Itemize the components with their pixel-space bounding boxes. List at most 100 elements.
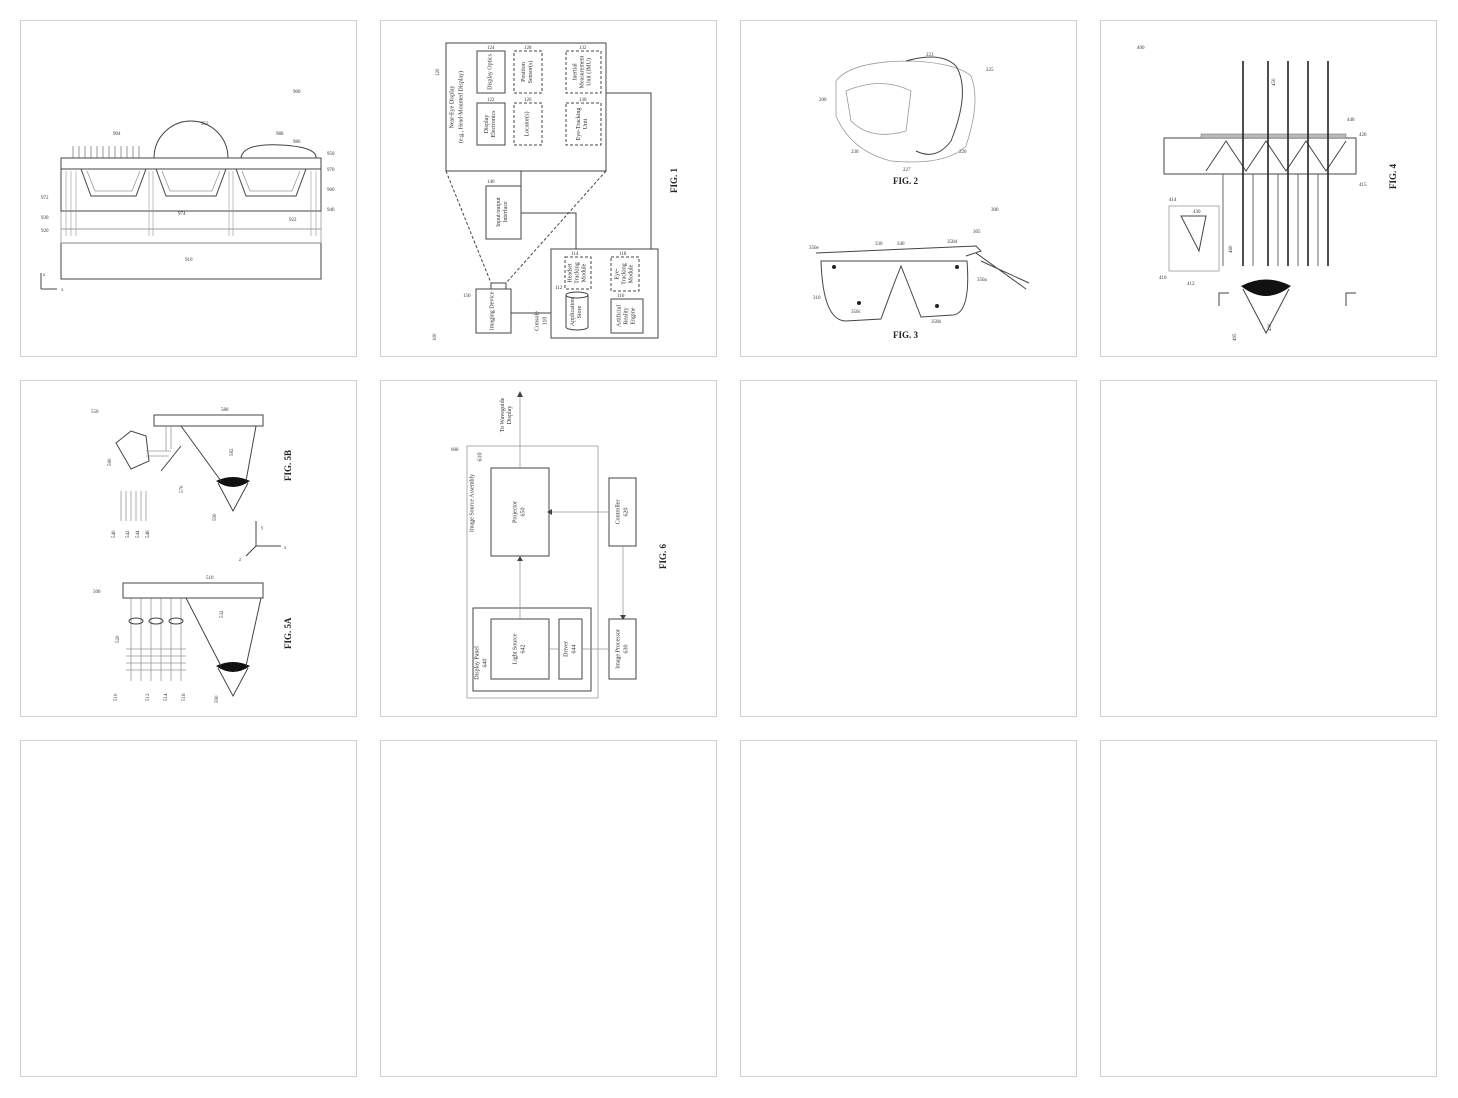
axis-z-label: z [43,273,46,278]
ref-label: 960 [327,188,335,193]
ref-label: 972 [41,196,49,201]
ref-label: 910 [185,258,193,263]
figure-label: FIG. 5A [283,617,293,649]
light-source-label: Light Source [512,633,519,665]
ref-label: 414 [1169,198,1177,203]
ref-label: 330 [875,242,883,247]
ref-label: 620 [623,507,630,517]
ref-label: 350e [809,246,820,251]
thumbnail-sheet-6[interactable]: 600 FIG. 6 To Waveguide Display Image So… [380,380,717,717]
figure-label: FIG. 3 [893,330,919,340]
eye-tracking-module-label: Eye-Tracking Module [614,263,635,285]
ref-label: 900 [293,90,301,95]
display-panel-label: Display Panel [474,646,481,680]
ref-label: 950 [327,152,335,157]
headset-tracking-module-label: Headset Tracking Module [567,262,588,284]
ref-label: 550 [91,410,99,415]
axis-z-label: z [239,558,242,563]
ref-label: 520 [116,635,121,643]
ref-label: 580 [221,408,229,413]
ref-label: 600 [451,448,459,453]
axis-y-label: y [261,526,264,531]
ref-label: 920 [41,229,49,234]
ref-label: 986 [293,140,301,145]
ref-label: 415 [1359,183,1367,188]
figure-label: FIG. 5B [283,450,293,481]
projector-label: Projector [512,501,519,523]
axis-x-label: x [61,288,64,293]
position-sensors-label: Position Sensor(s) [521,60,534,84]
ref-label: 116 [617,294,625,299]
ref-label: 350b [931,320,942,325]
ref-label: 100 [433,333,438,341]
ref-label: 510 [206,576,214,581]
fig-1-block-diagram: 120 124 122 128 126 132 130 140 150 112 … [433,42,679,341]
ref-label: 542 [126,530,131,538]
ref-label: 450 [1272,78,1277,86]
thumbnail-sheet-3[interactable]: 200 223 225 230 227 220 300 305 330 340 … [740,20,1077,357]
ref-label: 150 [463,294,471,299]
imaging-device-label: Imaging Device [489,291,496,331]
ref-label: 532 [220,610,225,618]
ref-label: 124 [487,46,495,51]
thumbnail-sheet-10[interactable] [380,740,717,1077]
ref-label: 930 [41,216,49,221]
image-processor-label: Image Processor [615,629,622,669]
ref-label: 610 [477,452,484,462]
ref-label: 140 [487,180,495,185]
driver-label: Driver [563,641,570,657]
thumbnail-sheet-12[interactable] [1100,740,1437,1077]
cross-section-drawing: z x 900 904 952 988 986 950 970 960 940 … [40,90,335,293]
ref-label: 644 [571,644,578,654]
ref-label: 630 [623,644,630,654]
ref-label: 120 [436,68,441,76]
thumbnail-sheet-2[interactable]: 120 124 122 128 126 132 130 140 150 112 … [380,20,717,357]
figure-label: FIG. 6 [658,543,668,569]
ref-label: 512 [146,693,151,701]
ref-label: 420 [1359,133,1367,138]
display-electronics-label: Display Electronics [484,110,497,138]
thumbnail-sheet-7[interactable] [740,380,1077,717]
ref-label: 132 [579,46,587,51]
ref-label: 516 [182,693,187,701]
figure-label: FIG. 4 [1388,163,1398,189]
ref-label: 410 [1159,276,1167,281]
ref-label: 540 [112,530,117,538]
controller-label: Controller [615,499,622,525]
ref-label: 300 [991,208,999,213]
ref-label: 114 [571,252,579,257]
ref-label: 590 [213,513,218,521]
ref-label: 650 [520,507,527,517]
ref-label: 128 [524,46,532,51]
ref-label: 340 [897,242,905,247]
imu-label: Inertial Measurement Unit (IMU) [572,55,593,89]
console-label: Console [534,311,541,331]
ref-label: 223 [926,53,934,58]
ref-label: 460 [1229,245,1234,253]
to-waveguide-display-label: To Waveguide Display [500,397,513,433]
ref-label: 305 [973,230,981,235]
thumbnail-sheet-8[interactable] [1100,380,1437,717]
thumbnail-sheet-5[interactable]: 550 580 582 560 570 540 542 544 546 590 … [20,380,357,717]
thumbnail-sheet-9[interactable] [20,740,357,1077]
thumbnail-sheet-1[interactable]: z x 900 904 952 988 986 950 970 960 940 … [20,20,357,357]
ref-label: 350c [851,310,862,315]
ref-label: 590 [215,695,220,703]
thumbnail-sheet-11[interactable] [740,740,1077,1077]
application-store-label: Application Store [570,297,583,327]
ref-label: 642 [520,644,527,654]
ref-label: 582 [230,448,235,456]
near-eye-display-sublabel: (e.g., Head-Mounted Display) [458,70,465,144]
ref-label: 400 [1137,46,1145,51]
ref-label: 440 [1347,118,1355,123]
ref-label: 974 [178,212,186,217]
ref-label: 560 [108,458,113,466]
axis-x-label: x [284,546,287,551]
fig-5-projector: 550 580 582 560 570 540 542 544 546 590 … [91,408,293,703]
ref-label: 546 [146,530,151,538]
thumbnail-sheet-4[interactable]: 400 450 440 420 415 430 414 410 412 460 … [1100,20,1437,357]
ref-label: 544 [136,530,141,538]
ref-label: 310 [813,296,821,301]
ref-label: 490 [1268,323,1273,331]
ref-label: 430 [1193,210,1201,215]
